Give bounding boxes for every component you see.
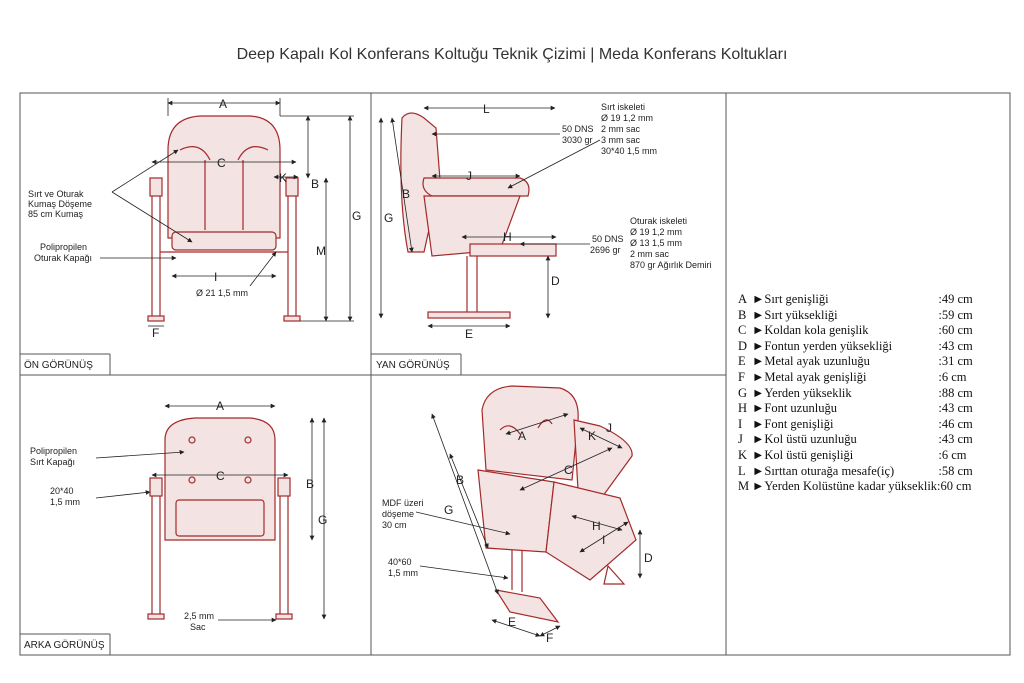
front-seat-cover-label-2: Oturak Kapağı — [34, 253, 92, 263]
iso-dim-c: C — [564, 463, 573, 477]
legend-row: H►Font uzunluğu:43 cm — [738, 401, 973, 416]
side-back-frame-5: 30*40 1,5 mm — [601, 146, 657, 156]
side-back-frame-3: 2 mm sac — [601, 124, 641, 134]
front-dim-m: M — [316, 244, 326, 258]
iso-leg-label-1: 40*60 — [388, 557, 412, 567]
side-dim-g: G — [384, 211, 393, 225]
page-title: Deep Kapalı Kol Konferans Koltuğu Teknik… — [236, 46, 788, 63]
back-sheet-label-2: Sac — [190, 622, 206, 632]
front-seat-cover-label-1: Polipropilen — [40, 242, 87, 252]
front-fabric-label-3: 85 cm Kumaş — [28, 209, 84, 219]
side-seat-frame-2: Ø 19 1,2 mm — [630, 227, 682, 237]
front-dim-g: G — [352, 209, 361, 223]
legend-row: B►Sırt yüksekliği:59 cm — [738, 307, 973, 322]
back-view-dimensions — [95, 403, 327, 623]
side-seat-foam-2: 2696 gr — [590, 245, 621, 255]
side-back-frame-4: 3 mm sac — [601, 135, 641, 145]
side-seat-frame-3: Ø 13 1,5 mm — [630, 238, 682, 248]
back-cover-label-2: Sırt Kapağı — [30, 457, 75, 467]
legend-row: K►Kol üstü genişliği:6 cm — [738, 447, 967, 462]
legend-row: D►Fontun yerden yüksekliği:43 cm — [738, 338, 973, 353]
front-view-chair — [147, 115, 301, 322]
iso-mdf-label-1: MDF üzeri — [382, 498, 424, 508]
iso-dim-d: D — [644, 551, 653, 565]
legend-row: M►Yerden Kolüstüne kadar yükseklik:60 cm — [738, 479, 972, 494]
front-view-dimensions — [100, 98, 354, 327]
legend-row: I►Font genişliği:46 cm — [738, 416, 973, 431]
back-dim-g: G — [318, 513, 327, 527]
iso-leg-label-2: 1,5 mm — [388, 568, 418, 578]
front-view-caption: ÖN GÖRÜNÜŞ — [24, 359, 93, 371]
legend-row: L►Sırttan oturağa mesafe(iç):58 cm — [738, 463, 973, 478]
front-dim-c: C — [217, 156, 226, 170]
front-dim-b: B — [311, 177, 319, 191]
front-dim-k: K — [279, 171, 287, 185]
legend-row: F►Metal ayak genişliği:6 cm — [738, 369, 967, 384]
side-back-frame-1: Sırt iskeleti — [601, 102, 645, 112]
legend-row: J►Kol üstü uzunluğu:43 cm — [738, 432, 973, 447]
legend-row: A►Sırt genişliği:49 cm — [738, 292, 973, 306]
back-dim-c: C — [216, 469, 225, 483]
iso-dim-i: I — [602, 533, 605, 547]
side-dim-h: H — [503, 230, 512, 244]
iso-mdf-label-2: döşeme — [382, 509, 414, 519]
iso-dim-j: J — [606, 421, 612, 435]
back-dim-b: B — [306, 477, 314, 491]
isometric-view-chair — [477, 385, 637, 623]
iso-dim-g: G — [444, 503, 453, 517]
back-view-caption: ARKA GÖRÜNÜŞ — [24, 639, 105, 651]
side-dim-b: B — [402, 187, 410, 201]
legend-row: G►Yerden yükseklik:88 cm — [738, 385, 973, 400]
side-seat-foam-1: 50 DNS — [592, 234, 624, 244]
side-seat-frame-4: 2 mm sac — [630, 249, 670, 259]
side-back-frame-2: Ø 19 1,2 mm — [601, 113, 653, 123]
back-view-chair — [147, 417, 293, 620]
side-dim-e: E — [465, 327, 473, 341]
legend-row: C►Koldan kola genişlik:60 cm — [738, 323, 973, 338]
side-dim-d: D — [551, 274, 560, 288]
side-seat-frame-5: 870 gr Ağırlık Demiri — [630, 260, 712, 270]
back-cover-label-1: Polipropilen — [30, 446, 77, 456]
iso-dim-b: B — [456, 473, 464, 487]
front-fabric-label-2: Kumaş Döşeme — [28, 199, 92, 209]
side-view-caption: YAN GÖRÜNÜŞ — [376, 359, 450, 371]
legend-row: E►Metal ayak uzunluğu:31 cm — [738, 354, 973, 369]
back-dim-a: A — [216, 399, 224, 413]
iso-dim-e: E — [508, 615, 516, 629]
drawing-frame — [19, 92, 1011, 656]
front-pipe-label: Ø 21 1,5 mm — [196, 288, 248, 298]
front-fabric-label-1: Sırt ve Oturak — [28, 189, 84, 199]
back-sheet-label-1: 2,5 mm — [184, 611, 214, 621]
side-view-chair — [400, 112, 557, 319]
side-view-dimensions — [378, 105, 601, 329]
side-seat-frame-1: Oturak iskeleti — [630, 216, 687, 226]
side-dim-j: J — [466, 169, 472, 183]
side-dim-l: L — [483, 102, 490, 116]
front-dim-i: I — [214, 270, 217, 284]
dimension-legend: A►Sırt genişliği:49 cm B►Sırt yüksekliği… — [738, 292, 973, 495]
back-profile-label-1: 20*40 — [50, 486, 74, 496]
side-back-foam-2: 3030 gr — [562, 135, 593, 145]
front-dim-a: A — [219, 97, 227, 111]
iso-dim-a: A — [518, 429, 526, 443]
side-back-foam-1: 50 DNS — [562, 124, 594, 134]
front-dim-f: F — [152, 326, 159, 340]
iso-dim-h: H — [592, 519, 601, 533]
isometric-view-dimensions — [415, 413, 643, 637]
iso-mdf-label-3: 30 cm — [382, 520, 407, 530]
iso-dim-k: K — [588, 429, 596, 443]
back-profile-label-2: 1,5 mm — [50, 497, 80, 507]
iso-dim-f: F — [546, 631, 553, 645]
